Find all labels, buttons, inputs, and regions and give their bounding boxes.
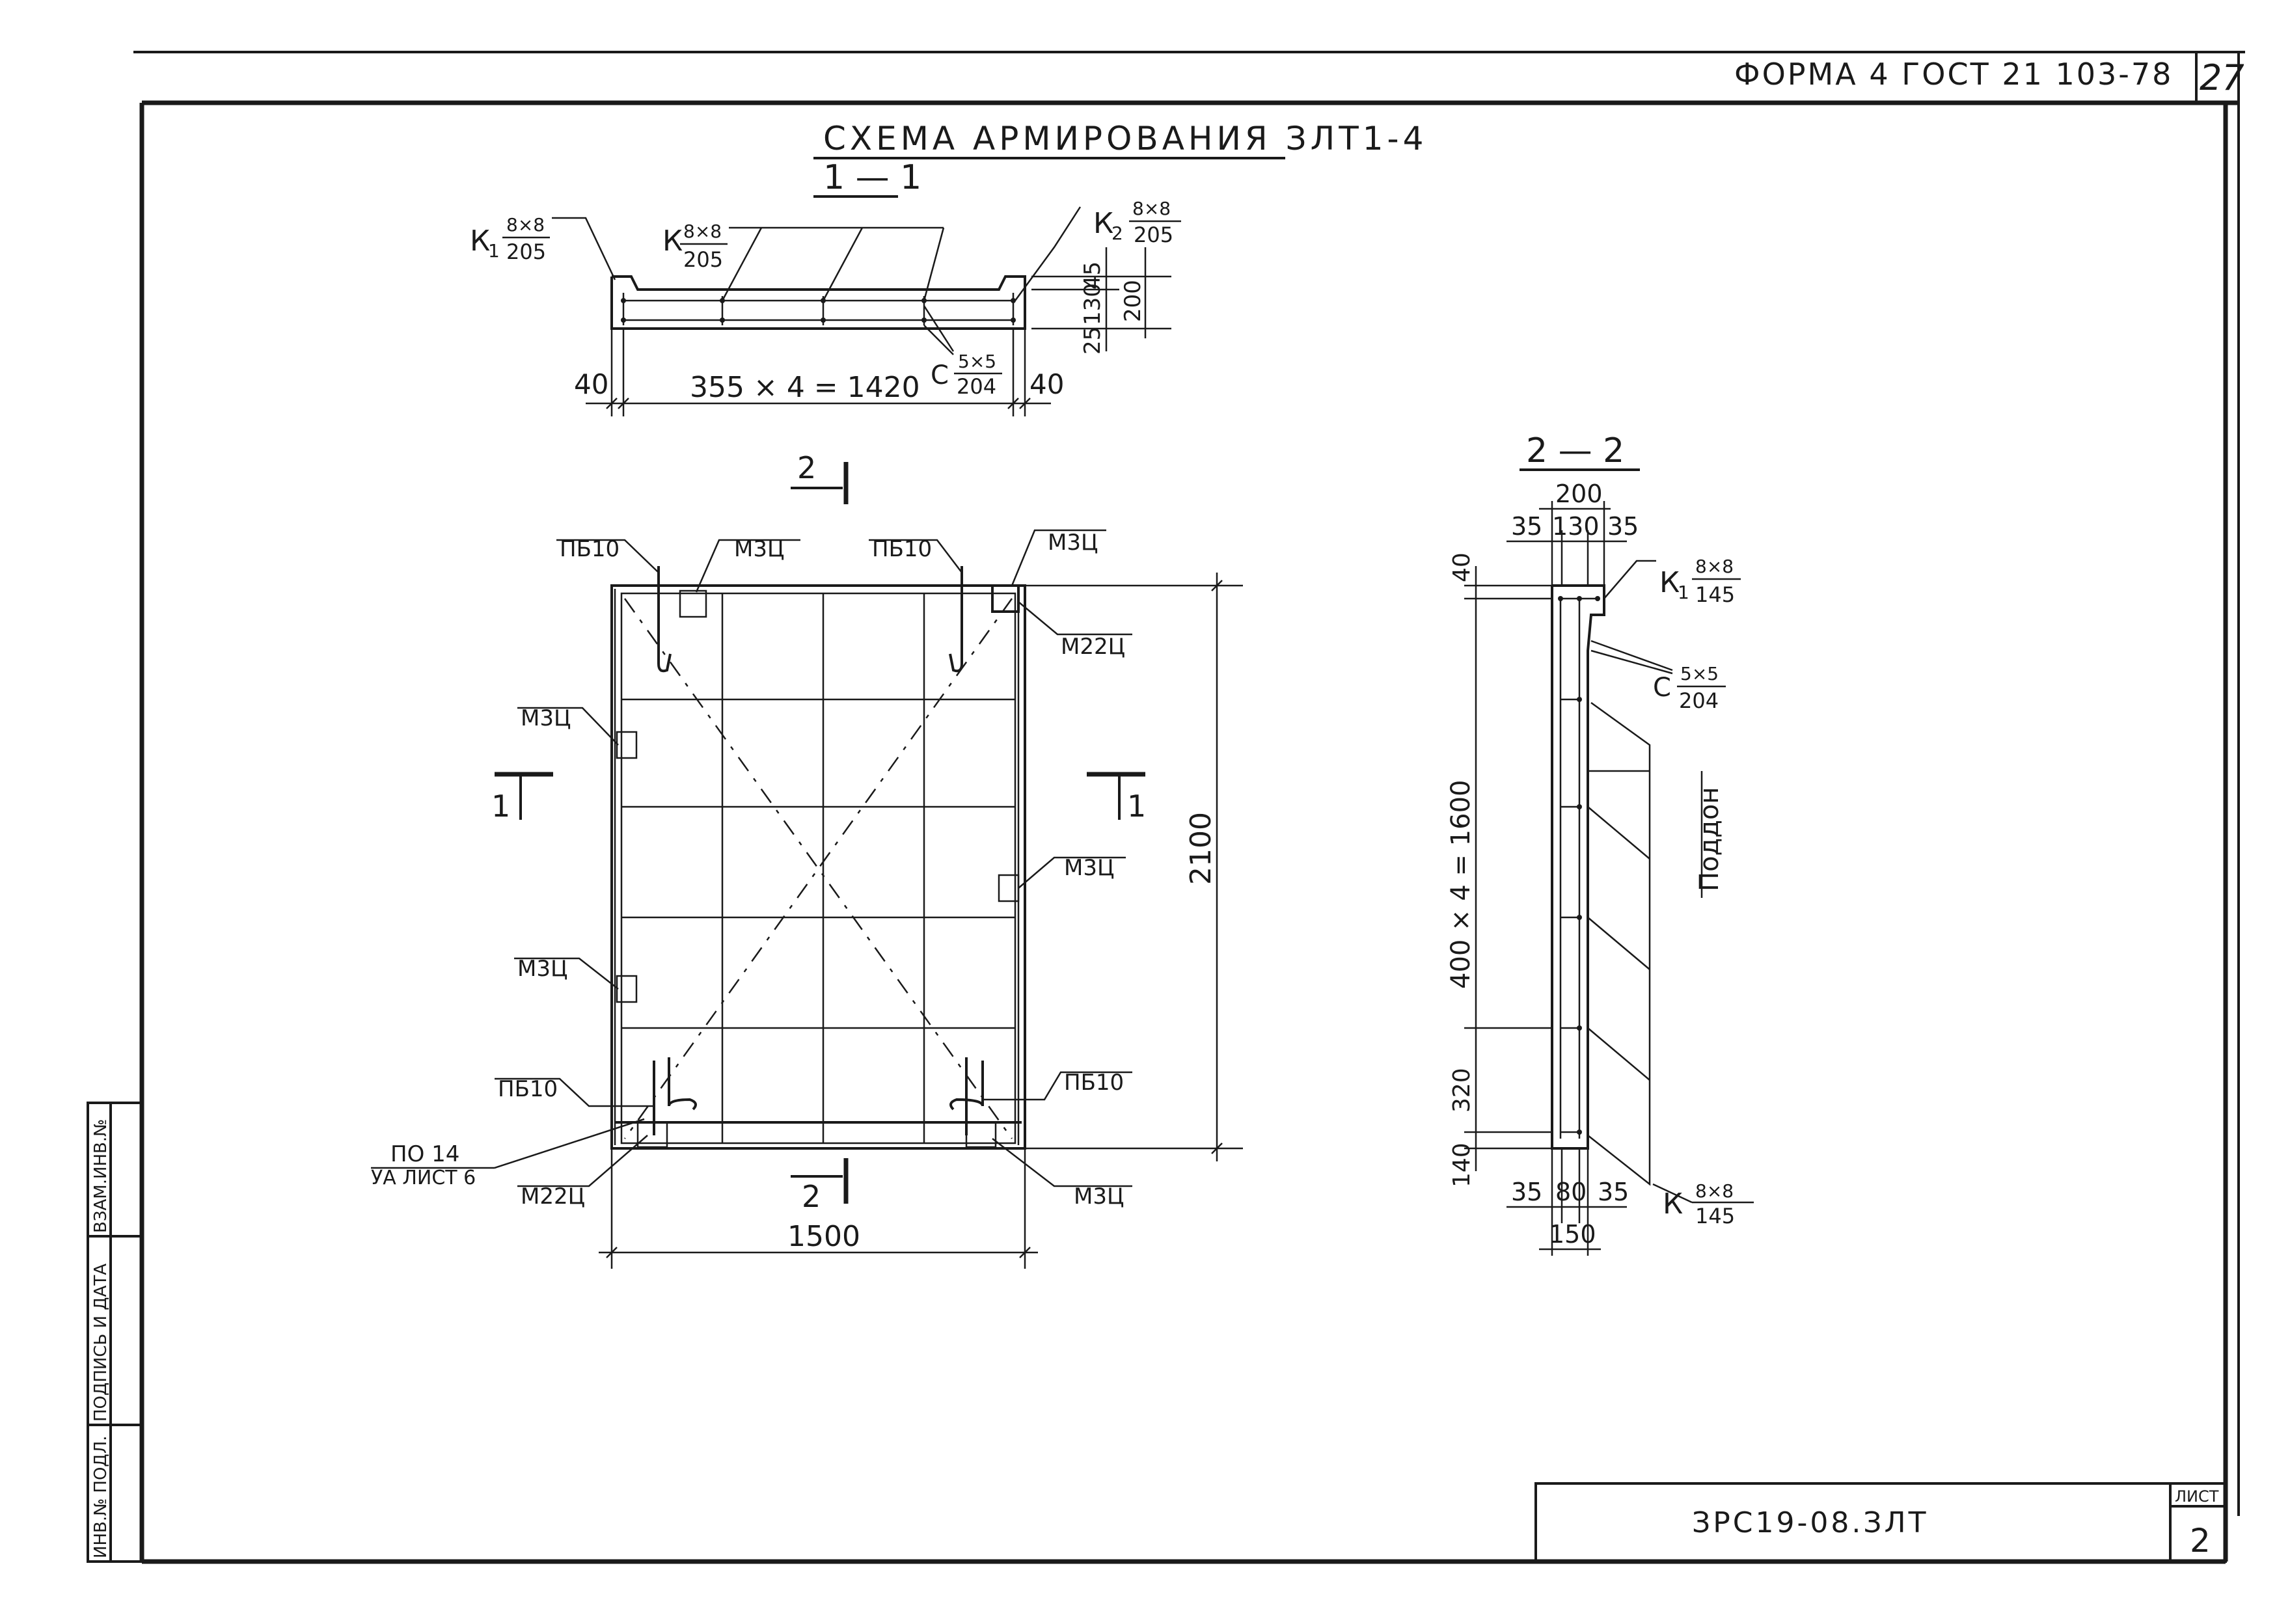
plan-marker-1-left: 1 [491,789,510,824]
sheet-frame [133,51,2245,1564]
plan-po14: ПО 14 [390,1141,459,1167]
section-1-1-dim-right: 40 [1029,368,1064,400]
section-1-1-dim-25: 25 [1080,327,1106,355]
section-2-2-label: 2 — 2 [1526,431,1624,470]
side-stamp-inv-orig: ИНВ.№ ПОДЛ. [91,1435,111,1558]
section-1-1-k1-num: 8×8 [506,214,545,236]
plan-pb10-bottom-left: ПБ10 [498,1076,558,1102]
form-label: ФОРМА 4 ГОСТ 21 103-78 [1734,57,2173,92]
section-2-2-k1-den: 145 [1695,582,1735,607]
section-2-2-c-letter: С [1653,673,1671,703]
title-block-sheet-number: 2 [2190,1522,2211,1560]
plan-m3c-right-mid: М3Ц [1064,855,1114,881]
section-1-1-c-letter: С [931,360,949,390]
section-2-2-dim-200: 200 [1555,480,1603,508]
section-2-2-k1-letter: К [1659,566,1680,599]
section-2-2-dim-320: 320 [1449,1068,1475,1113]
plan-dim-width: 1500 [787,1220,860,1253]
section-2-2-c-den: 204 [1679,688,1719,713]
section-2-2-c-num: 5×5 [1680,663,1719,684]
section-1-1: 1 — 1 К 1 8×8 205 [470,158,1181,416]
side-stamp-sign-date: ПОДПИСЬ И ДАТА [91,1264,111,1422]
section-1-1-k2-num: 8×8 [1132,198,1171,219]
plan-marker-2-bottom: 2 [802,1179,821,1214]
side-stamp-inv-repl: ВЗАМ.ИНВ.№ [91,1119,111,1233]
section-2-2-dim-35d: 35 [1598,1178,1629,1206]
section-2-2-dim-130: 130 [1552,512,1600,541]
plan-sheet6: УА ЛИСТ 6 [371,1167,476,1189]
section-1-1-c-den: 204 [957,374,996,399]
section-2-2-dim-140: 140 [1449,1143,1475,1187]
section-2-2-dim-35c: 35 [1511,1178,1542,1206]
section-2-2-k-num: 8×8 [1695,1180,1734,1202]
section-1-1-k-num: 8×8 [683,221,722,242]
section-1-1-profile [610,275,1026,330]
section-1-1-c-num: 5×5 [958,351,996,372]
section-2-2-k1-num: 8×8 [1695,556,1734,577]
plan-view: 2 2 1 1 ПБ10 М3Ц ПБ10 М3Ц М22Ц М3Ц М3Ц М… [371,450,1243,1269]
section-2-2-dim-150: 150 [1549,1220,1596,1249]
section-2-2-dim-35a: 35 [1511,512,1542,541]
section-1-1-k1-letter: К [470,224,490,258]
plan-dim-height: 2100 [1184,812,1218,885]
section-1-1-dim-left: 40 [574,368,608,400]
section-1-1-dim-200: 200 [1120,280,1146,322]
section-2-2-dim-40: 40 [1449,552,1475,582]
plan-m22c-top-right: М22Ц [1061,634,1125,660]
plan-m22c-bottom-left: М22Ц [521,1184,585,1210]
title-block-sheet-label: ЛИСТ [2175,1487,2219,1506]
section-1-1-k-letter: К [662,224,683,258]
side-stamp: ИНВ.№ ПОДЛ. ПОДПИСЬ И ДАТА ВЗАМ.ИНВ.№ [87,1102,143,1563]
section-2-2-k-letter: К [1663,1187,1683,1221]
section-2-2: 2 — 2 200 35 130 35 К 1 8×8 [1446,431,1754,1256]
section-1-1-k1-den: 205 [506,239,546,264]
drawing-title: СХЕМА АРМИРОВАНИЯ ЗЛТ1-4 [823,120,1427,157]
title-block: ЗРС19-08.ЗЛТ ЛИСТ 2 [1534,1482,2227,1563]
section-1-1-dim-45: 45 [1080,262,1106,290]
section-2-2-dim-35b: 35 [1607,512,1639,541]
section-2-2-dim-80: 80 [1555,1178,1587,1206]
plan-m3c-left-upper: М3Ц [521,705,571,731]
section-1-1-label: 1 — 1 [823,158,921,197]
section-1-1-k-den: 205 [683,247,723,272]
section-1-1-k2-letter: К [1093,207,1113,240]
section-1-1-k1-sub: 1 [488,240,500,262]
page-number: 27 [2200,57,2244,98]
section-1-1-k2-den: 205 [1134,223,1173,247]
plan-m3c-left-lower: М3Ц [517,956,567,982]
plan-marker-2-top: 2 [797,450,816,485]
section-2-2-dim-main: 400 × 4 = 1600 [1446,780,1476,989]
section-2-2-k1-sub: 1 [1678,582,1689,603]
section-2-2-poddon: Поддон [1695,787,1724,892]
section-1-1-dim-main: 355 × 4 = 1420 [690,371,920,404]
plan-m3c-bottom-right: М3Ц [1074,1184,1124,1210]
plan-marker-1-right: 1 [1127,789,1146,824]
section-1-1-dim-130: 130 [1080,283,1106,325]
plan-pb10-bottom-right: ПБ10 [1064,1070,1124,1096]
plan-m3c-top-right: М3Ц [1048,530,1098,556]
section-1-1-k2-sub: 2 [1111,223,1123,244]
section-2-2-k-den: 145 [1695,1204,1735,1228]
title-block-code: ЗРС19-08.ЗЛТ [1692,1506,1928,1539]
